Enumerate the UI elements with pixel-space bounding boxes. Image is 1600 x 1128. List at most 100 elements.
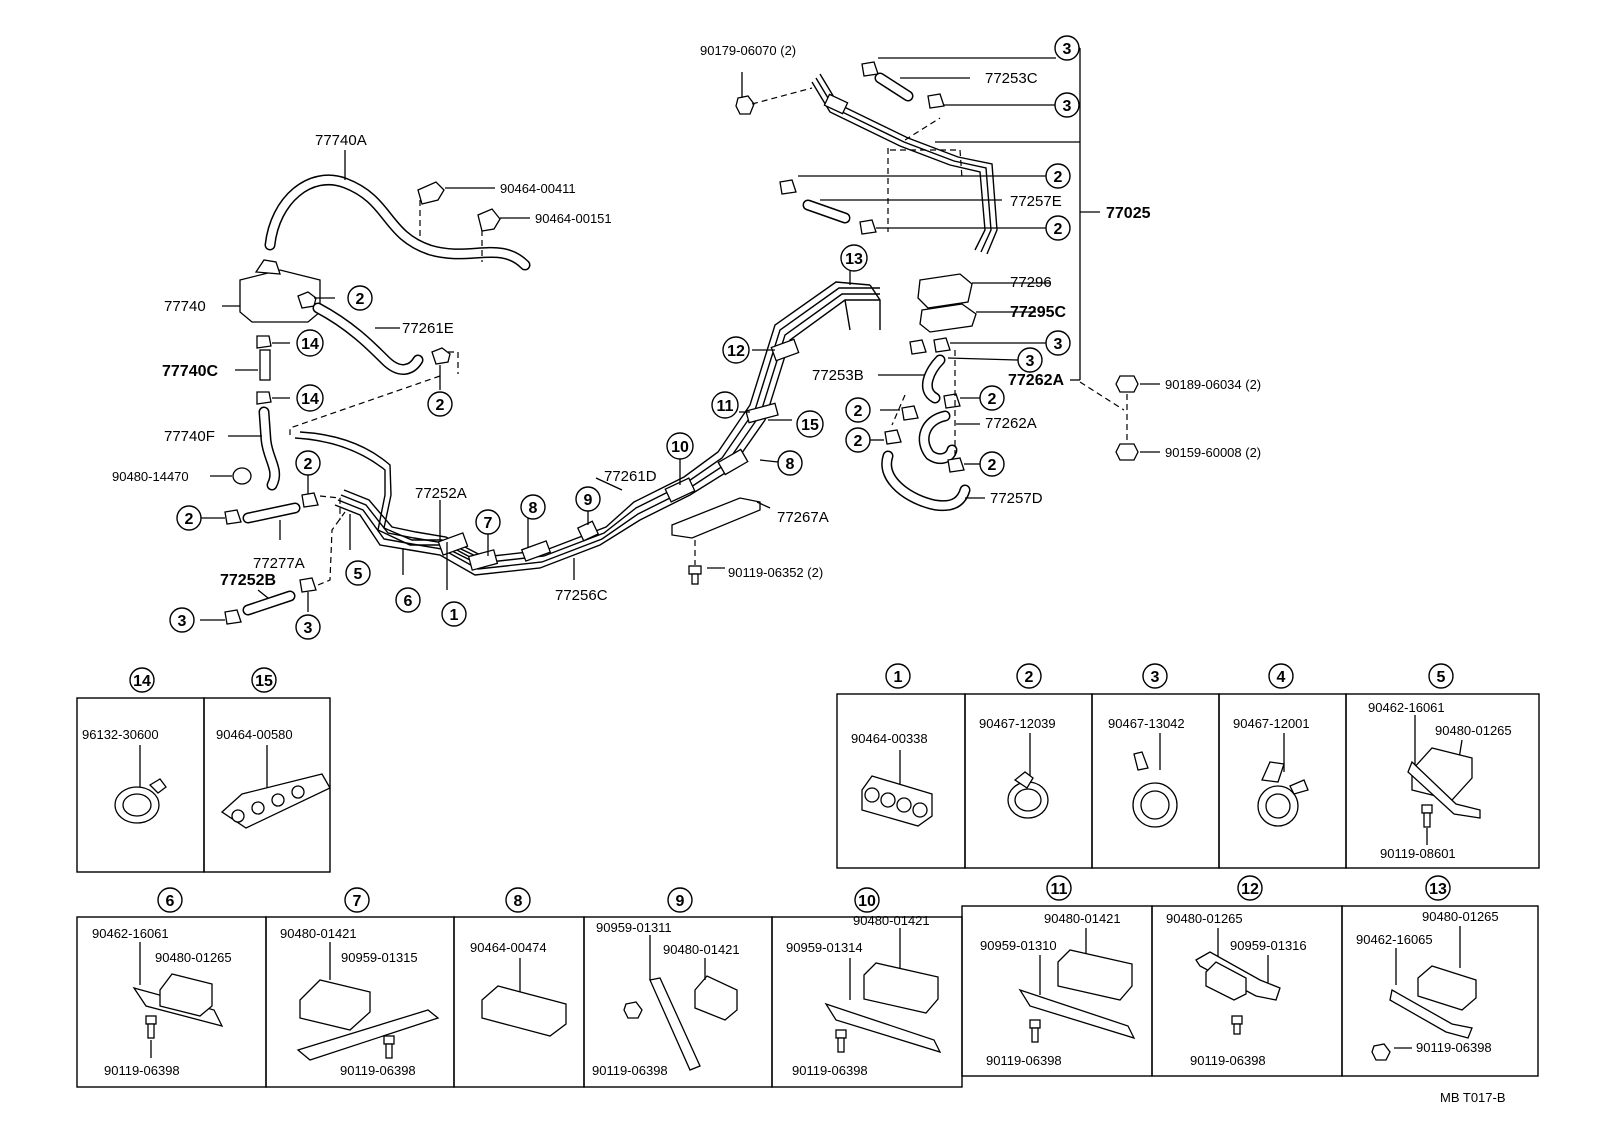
part-number: 90959-01316 xyxy=(1230,938,1307,953)
pipe-bundle xyxy=(294,265,881,590)
label-77257E: 77257E xyxy=(1010,193,1062,210)
part-number: 90480-01265 xyxy=(155,950,232,965)
label-77252B: 77252B xyxy=(220,572,276,589)
callout-3: 3 xyxy=(178,613,187,630)
callout-14: 14 xyxy=(301,336,319,353)
part-number: 90480-01421 xyxy=(853,913,930,928)
part-number: 90464-00474 xyxy=(470,940,547,955)
part-number: 90464-00338 xyxy=(851,731,928,746)
callout-2: 2 xyxy=(356,291,365,308)
part-number: 90467-13042 xyxy=(1108,716,1185,731)
callout-2: 2 xyxy=(1054,169,1063,186)
callout-5: 5 xyxy=(354,566,363,583)
part-number: 90959-01315 xyxy=(341,950,418,965)
callout-12: 12 xyxy=(727,343,745,360)
label-90464-00151: 90464-00151 xyxy=(535,211,612,226)
detail-number: 15 xyxy=(255,673,273,690)
detail-box-3: 3 90467-13042 xyxy=(1091,663,1220,869)
part-number: 90119-06398 xyxy=(1190,1053,1266,1068)
callout-13: 13 xyxy=(845,251,863,268)
detail-box-9: 9 90959-01311 90480-01421 90119-06398 xyxy=(583,887,773,1088)
part-labels: 77740A 90464-00411 90464-00151 77740 772… xyxy=(112,43,1261,604)
callout-3: 3 xyxy=(1063,41,1072,58)
part-number: 90462-16061 xyxy=(92,926,169,941)
diagram-code: MB T017-B xyxy=(1440,1090,1506,1105)
detail-number: 5 xyxy=(1437,669,1446,686)
callout-2: 2 xyxy=(304,456,313,473)
label-77262A-lower: 77262A xyxy=(985,415,1037,432)
part-number: 90467-12039 xyxy=(979,716,1056,731)
detail-box-7: 7 90480-01421 90959-01315 90119-06398 xyxy=(265,887,455,1088)
detail-box-5: 5 90462-16061 90480-01265 90119-08601 xyxy=(1345,663,1540,869)
detail-number: 14 xyxy=(133,673,151,690)
detail-number: 7 xyxy=(353,893,362,910)
label-77261E: 77261E xyxy=(402,320,454,337)
detail-number: 8 xyxy=(514,893,523,910)
callout-3: 3 xyxy=(1054,336,1063,353)
part-number: 90467-12001 xyxy=(1233,716,1310,731)
callout-2: 2 xyxy=(854,433,863,450)
label-77262A-upper: 77262A xyxy=(1008,372,1064,389)
detail-box-15: 15 90464-00580 xyxy=(203,667,331,873)
callout-14: 14 xyxy=(301,391,319,408)
callout-2: 2 xyxy=(1054,221,1063,238)
part-number: 90462-16061 xyxy=(1368,700,1445,715)
part-number: 90119-06398 xyxy=(1416,1040,1492,1055)
label-77267A: 77267A xyxy=(777,509,829,526)
callout-circles: 3 3 2 2 3 3 2 2 2 2 2 2 2 2 14 14 3 3 5 … xyxy=(169,35,1080,640)
detail-number: 11 xyxy=(1051,881,1068,898)
part-number: 90959-01310 xyxy=(980,938,1057,953)
label-77252A: 77252A xyxy=(415,485,467,502)
part-number: 90959-01314 xyxy=(786,940,863,955)
detail-box-1: 1 90464-00338 xyxy=(836,663,966,869)
callout-11: 11 xyxy=(717,398,734,415)
detail-number: 6 xyxy=(166,893,175,910)
part-number: 90119-08601 xyxy=(1380,846,1456,861)
detail-number: 13 xyxy=(1429,881,1447,898)
label-77740F: 77740F xyxy=(164,428,215,445)
part-number: 90119-06398 xyxy=(104,1063,180,1078)
callout-3: 3 xyxy=(1026,353,1035,370)
part-number: 90119-06398 xyxy=(340,1063,416,1078)
callout-8: 8 xyxy=(529,500,538,517)
label-77253B: 77253B xyxy=(812,367,864,384)
part-number: 90480-01265 xyxy=(1422,909,1499,924)
label-90189-06034: 90189-06034 (2) xyxy=(1165,377,1261,392)
part-number: 90480-01421 xyxy=(280,926,357,941)
callout-2: 2 xyxy=(436,397,445,414)
detail-number: 2 xyxy=(1025,669,1034,686)
detail-box-4: 4 90467-12001 xyxy=(1218,663,1347,869)
part-number: 96132-30600 xyxy=(82,727,159,742)
callout-2: 2 xyxy=(854,403,863,420)
part-number: 90119-06398 xyxy=(986,1053,1062,1068)
label-90179-06070: 90179-06070 (2) xyxy=(700,43,796,58)
detail-box-13: 13 90480-01265 90462-16065 90119-06398 xyxy=(1341,875,1539,1077)
callout-3: 3 xyxy=(304,620,313,637)
label-77277A: 77277A xyxy=(253,555,305,572)
callout-1: 1 xyxy=(450,607,459,624)
part-number: 90480-01265 xyxy=(1166,911,1243,926)
label-90159-60008: 90159-60008 (2) xyxy=(1165,445,1261,460)
detail-number: 9 xyxy=(676,893,685,910)
detail-box-10: 10 90480-01421 90959-01314 90119-06398 xyxy=(771,887,963,1088)
callout-2: 2 xyxy=(988,457,997,474)
part-number: 90464-00580 xyxy=(216,727,293,742)
label-77253C: 77253C xyxy=(985,70,1038,87)
callout-8: 8 xyxy=(786,456,795,473)
part-number: 90480-01265 xyxy=(1435,723,1512,738)
part-number: 90480-01421 xyxy=(663,942,740,957)
callout-2: 2 xyxy=(988,391,997,408)
part-number: 90119-06398 xyxy=(592,1063,668,1078)
callout-10: 10 xyxy=(671,439,689,456)
detail-box-12: 12 90480-01265 90959-01316 90119-06398 xyxy=(1151,875,1343,1077)
label-77740C: 77740C xyxy=(162,363,218,380)
label-77256C: 77256C xyxy=(555,587,608,604)
callout-6: 6 xyxy=(404,593,413,610)
detail-box-8: 8 90464-00474 xyxy=(453,887,585,1088)
callout-15: 15 xyxy=(801,417,819,434)
part-number: 90119-06398 xyxy=(792,1063,868,1078)
detail-number: 10 xyxy=(858,893,876,910)
callout-9: 9 xyxy=(584,492,593,509)
label-90480-14470: 90480-14470 xyxy=(112,469,189,484)
